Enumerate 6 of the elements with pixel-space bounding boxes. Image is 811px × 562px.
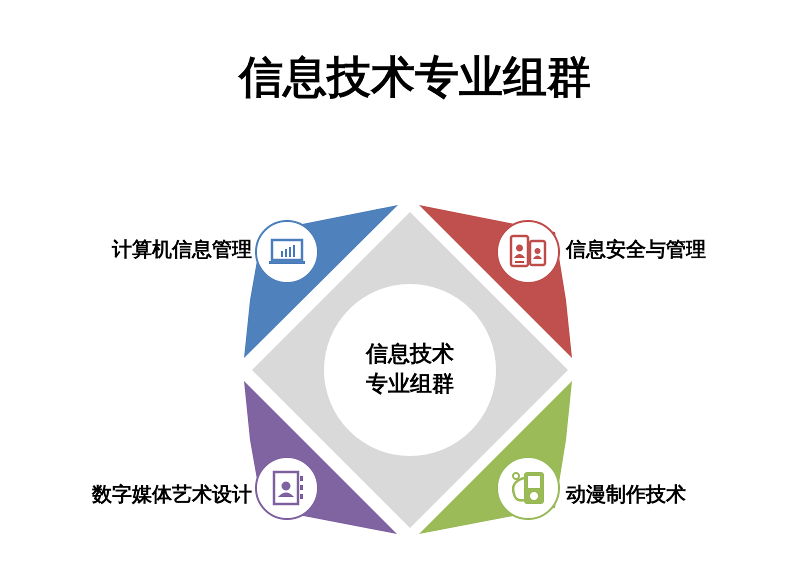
segment-label: 数字媒体艺术设计	[92, 481, 252, 507]
segment-label: 信息安全与管理	[566, 236, 706, 262]
center-label: 信息技术专业组群	[364, 341, 455, 399]
segment-label: 动漫制作技术	[566, 481, 686, 507]
title: 信息技术专业组群	[236, 51, 592, 105]
segment-label: 计算机信息管理	[112, 236, 252, 262]
